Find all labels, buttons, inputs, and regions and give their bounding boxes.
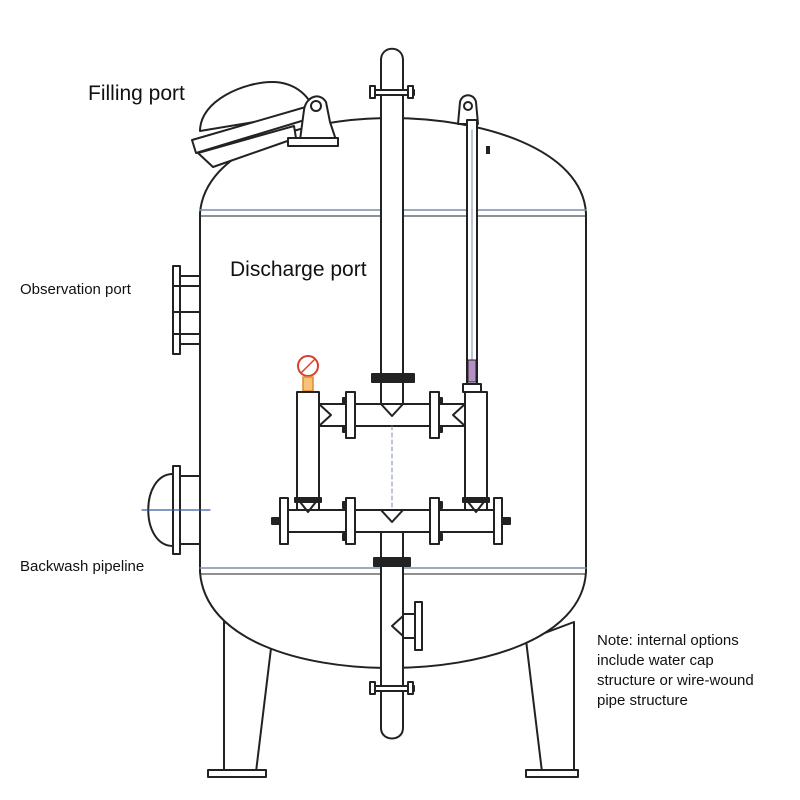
note-line: structure or wire-wound <box>597 672 754 689</box>
leg-right-foot <box>525 769 579 778</box>
observation-flange <box>172 265 181 355</box>
observation-port <box>172 265 201 355</box>
filling-port-lug <box>299 95 337 141</box>
backwash-side-nozzle <box>141 465 211 555</box>
leg-left-foot <box>207 769 267 778</box>
leg-right <box>525 621 575 773</box>
note-line: Note: internal options <box>597 632 739 649</box>
discharge-port-label: Discharge port <box>230 258 367 281</box>
backwash-pipeline-label: Backwash pipeline <box>20 558 145 575</box>
filling-port-label: Filling port <box>88 82 185 105</box>
bottom-outlet-pipe <box>369 531 423 740</box>
support-legs <box>207 621 579 778</box>
note-line: pipe structure <box>597 692 688 709</box>
filling-port-lug-hole <box>310 100 322 112</box>
lifting-lug <box>457 94 479 125</box>
observation-port-label: Observation port <box>20 281 131 298</box>
note-line: include water cap <box>597 652 714 669</box>
filling-port-cover <box>191 81 339 168</box>
internal-options-note: Note: internal options include water cap… <box>597 631 797 711</box>
sight-glass <box>462 119 490 393</box>
